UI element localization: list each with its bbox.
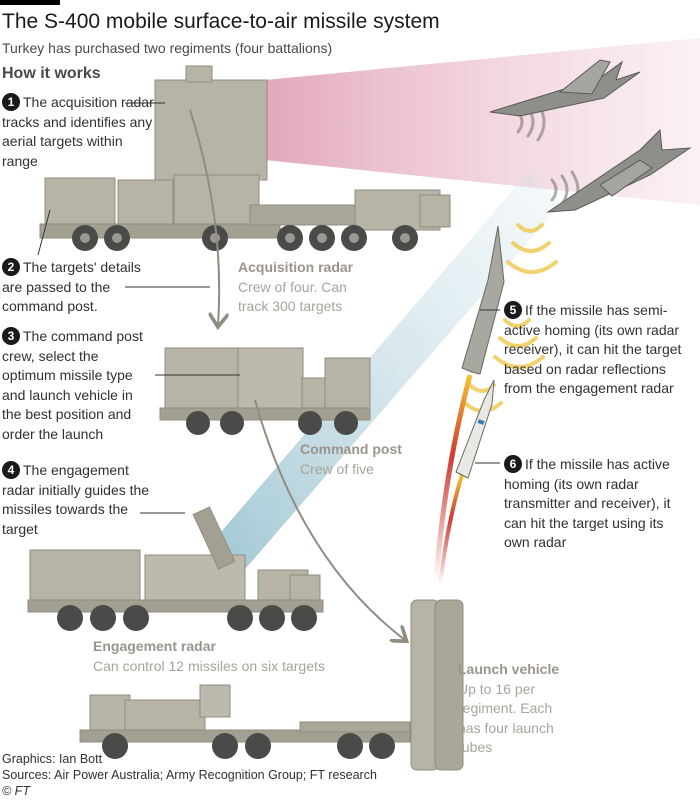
footer-copyright: © FT xyxy=(2,784,30,798)
vehicle-name: Launch vehicle xyxy=(458,661,560,677)
step-number: 2 xyxy=(2,258,20,276)
section-heading: How it works xyxy=(2,65,101,82)
brand-bar xyxy=(0,0,60,5)
fighter-jet-upper xyxy=(489,59,641,117)
command-post-vehicle xyxy=(159,347,371,435)
engagement-radar-vehicle xyxy=(27,506,324,631)
radar-waves xyxy=(463,102,580,413)
arrow-command-to-launch xyxy=(254,399,405,640)
label-acquisition-radar: Acquisition radar Crew of four. Can trac… xyxy=(238,258,368,317)
label-engagement-radar: Engagement radar Can control 12 missiles… xyxy=(93,637,343,676)
page-subtitle: Turkey has purchased two regiments (four… xyxy=(2,40,333,56)
engagement-radar-beam xyxy=(210,170,560,575)
step-text: The engagement radar initially guides th… xyxy=(2,462,150,537)
footer-graphics: Graphics: Ian Bott xyxy=(2,752,103,766)
arrow-acquisition-to-command xyxy=(189,109,219,325)
step-text: If the missile has semi-active homing (i… xyxy=(504,302,682,396)
label-launch-vehicle: Launch vehicle Up to 16 per regiment. Ea… xyxy=(458,660,578,758)
step-number: 4 xyxy=(2,461,20,479)
step-text: The command post crew, select the optimu… xyxy=(2,328,143,442)
label-command-post: Command post Crew of five xyxy=(300,440,420,479)
page-title: The S-400 mobile surface-to-air missile … xyxy=(2,10,440,33)
vehicle-desc: Crew of five xyxy=(300,460,374,477)
vehicle-desc: Can control 12 missiles on six targets xyxy=(93,657,325,674)
fighter-jet-lower xyxy=(546,128,692,213)
vehicle-desc: Crew of four. Can track 300 targets xyxy=(238,278,347,315)
step-text: The acquisition radar tracks and identif… xyxy=(2,94,154,169)
footer-sources: Sources: Air Power Australia; Army Recog… xyxy=(2,768,377,782)
step-text: If the missile has active homing (its ow… xyxy=(504,456,671,550)
step-number: 1 xyxy=(2,93,20,111)
vehicle-name: Engagement radar xyxy=(93,638,216,654)
vehicle-name: Command post xyxy=(300,441,402,457)
vehicle-name: Acquisition radar xyxy=(238,259,354,275)
vehicle-desc: Up to 16 per regiment. Each has four lau… xyxy=(458,680,554,756)
step-number: 3 xyxy=(2,327,20,345)
acquisition-radar-vehicle xyxy=(39,65,451,251)
step-number: 5 xyxy=(504,301,522,319)
step-text: The targets' details are passed to the c… xyxy=(2,259,141,314)
step-number: 6 xyxy=(504,455,522,473)
missile-active xyxy=(438,379,495,586)
missile-semi-active xyxy=(433,225,505,581)
launch-vehicle xyxy=(79,599,464,771)
